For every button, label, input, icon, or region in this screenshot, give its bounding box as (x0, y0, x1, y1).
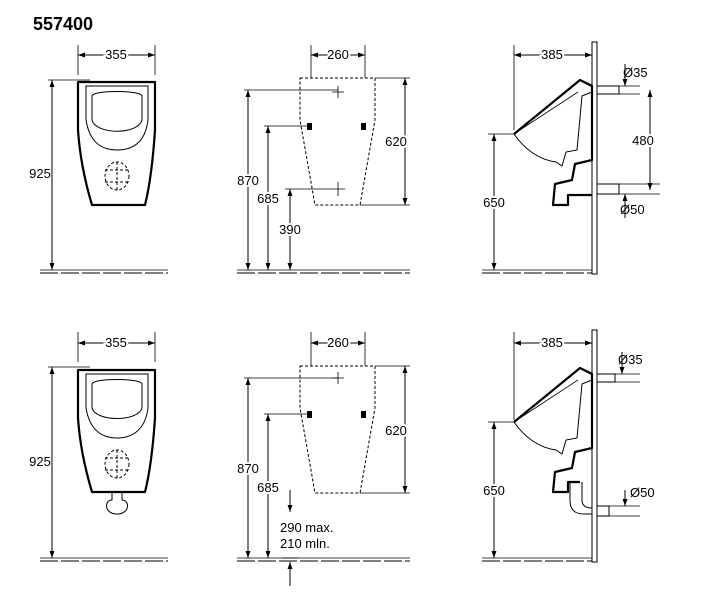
dim-drain-min: 210 mln. (280, 536, 330, 551)
dim-front-height-top: 925 (29, 166, 51, 181)
dim-620-bottom: 620 (385, 423, 407, 438)
front-view-top: 355 925 (29, 45, 168, 274)
urinal-front-outline (76, 80, 157, 207)
side-view-top: 385 650 Ø35 480 Ø50 (481, 41, 660, 275)
dim-plate-width-bottom: 260 (327, 335, 349, 350)
mounting-plate-outline-bottom (299, 365, 376, 494)
mounting-plate-outline (299, 77, 376, 206)
urinal-side-profile (513, 78, 594, 207)
dim-plate-width-top: 260 (327, 47, 349, 62)
fixing-marks-top (307, 86, 366, 196)
dim-side-depth-top: 385 (541, 47, 563, 62)
dim-front-height-bottom: 925 (29, 454, 51, 469)
dim-inlet-dia-top: Ø35 (623, 65, 648, 80)
plate-view-bottom: 260 870 685 290 max. 210 mln. 620 (235, 332, 410, 586)
dim-front-width-bottom: 355 (105, 335, 127, 350)
product-number: 557400 (33, 14, 93, 34)
trap-siphon-front (106, 492, 128, 515)
dim-side-depth-bottom: 385 (541, 335, 563, 350)
urinal-front-outline-bottom (76, 368, 157, 494)
fixing-marks-bottom (307, 372, 366, 418)
dim-drain-max: 290 max. (280, 520, 333, 535)
dim-685-top: 685 (257, 191, 279, 206)
dim-outlet-dia-bottom: Ø50 (630, 485, 655, 500)
dim-685-bottom: 685 (257, 480, 279, 495)
dim-rim-height-top: 650 (483, 195, 505, 210)
dim-outlet-dia-top: Ø50 (620, 202, 645, 217)
front-view-bottom: 355 925 (29, 332, 168, 562)
dim-870-top: 870 (237, 173, 259, 188)
dim-inlet-spacing-top: 480 (632, 133, 654, 148)
trap-siphon-side (569, 482, 593, 515)
dim-870-bottom: 870 (237, 461, 259, 476)
bottom-row: 355 925 260 (29, 329, 655, 586)
dim-front-width-top: 355 (105, 47, 127, 62)
dim-390-top: 390 (279, 222, 301, 237)
side-view-bottom: 385 650 Ø35 Ø50 (481, 329, 655, 563)
dim-inlet-dia-bottom: Ø35 (618, 352, 643, 367)
top-row: 355 925 260 (29, 41, 660, 275)
urinal-side-profile-bottom (513, 366, 594, 494)
dim-620-top: 620 (385, 134, 407, 149)
plate-view-top: 260 870 685 390 620 (235, 45, 410, 274)
dim-rim-height-bottom: 650 (483, 483, 505, 498)
